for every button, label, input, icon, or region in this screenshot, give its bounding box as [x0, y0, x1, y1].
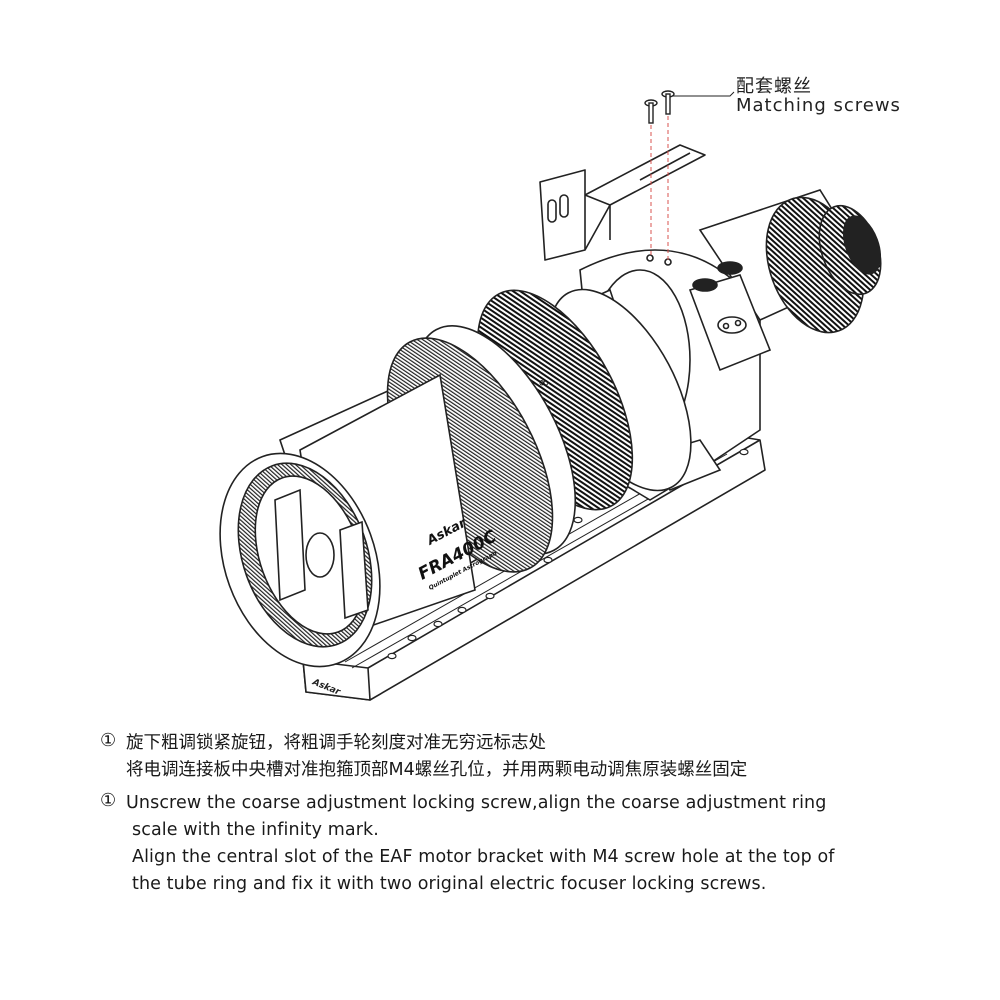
- cn-line: 旋下粗调锁紧旋钮，将粗调手轮刻度对准无穷远标志处: [126, 733, 546, 753]
- main-tube: [219, 288, 692, 668]
- step-1-chinese: ① 旋下粗调锁紧旋钮，将粗调手轮刻度对准无穷远标志处 将电调连接板中央槽对准抱箍…: [100, 730, 960, 784]
- matching-screws-callout: 配套螺丝 Matching screws: [736, 76, 901, 116]
- cn-line: 将电调连接板中央槽对准抱箍顶部M4螺丝孔位，并用两颗电动调焦原装螺丝固定: [126, 760, 748, 780]
- callout-label-en: Matching screws: [736, 94, 901, 116]
- en-line: Unscrew the coarse adjustment locking sc…: [126, 793, 827, 813]
- step-marker: ①: [100, 790, 117, 811]
- step-marker: ①: [100, 730, 117, 751]
- instructions: ① 旋下粗调锁紧旋钮，将粗调手轮刻度对准无穷远标志处 将电调连接板中央槽对准抱箍…: [100, 730, 960, 898]
- eaf-bracket: [539, 144, 706, 261]
- callout-leader: [673, 91, 735, 97]
- infinity-mark: ∞: [538, 375, 550, 391]
- en-line: Align the central slot of the EAF motor …: [132, 847, 835, 867]
- lens-cap: [274, 488, 369, 620]
- matching-screws: [644, 90, 675, 124]
- en-line: the tube ring and fix it with two origin…: [132, 874, 767, 894]
- en-line: scale with the infinity mark.: [132, 820, 379, 840]
- callout-label-cn: 配套螺丝: [736, 76, 812, 97]
- telescope-illustration: Askar: [219, 90, 882, 701]
- focus-knob-clamp: [688, 261, 772, 372]
- screw-guide-lines: [650, 116, 669, 262]
- step-1-english: ① Unscrew the coarse adjustment locking …: [100, 790, 960, 898]
